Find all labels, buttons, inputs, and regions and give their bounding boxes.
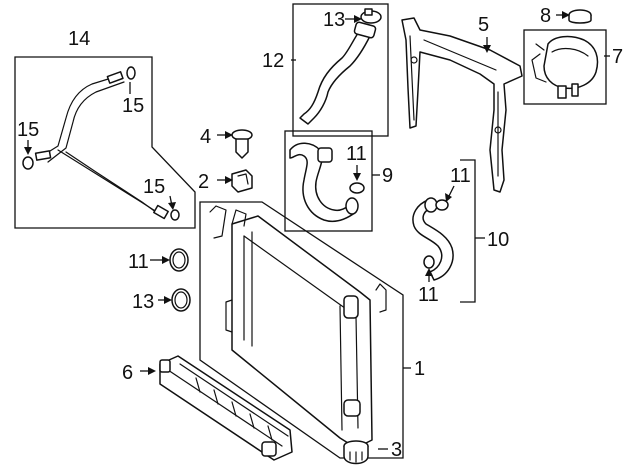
callout-15-c: 15 <box>143 176 165 198</box>
callout-11-c: 11 <box>450 165 471 187</box>
callout-5: 5 <box>478 14 489 36</box>
group-box-9 <box>284 130 373 232</box>
radiator-part-1 <box>209 205 387 449</box>
support-bracket-part-5 <box>401 17 523 193</box>
group-box-1 <box>199 201 404 459</box>
group-box-7 <box>523 29 607 105</box>
callout-14: 14 <box>68 28 90 50</box>
group-box-14 <box>14 56 196 229</box>
expansion-tank-part-7 <box>531 35 599 99</box>
o-ring-15-b-icon <box>22 156 34 170</box>
callout-10: 10 <box>487 229 509 251</box>
group-box-10 <box>460 159 476 303</box>
callout-1: 1 <box>414 358 425 380</box>
bypass-hose-part-10 <box>412 197 454 281</box>
lower-hose-part-9 <box>289 142 359 223</box>
callout-13-b: 13 <box>132 291 154 313</box>
o-ring-15-c-icon <box>170 209 180 221</box>
callout-13-a: 13 <box>323 9 345 31</box>
group-box-12 <box>292 3 389 137</box>
cooler-line-part-14 <box>34 71 169 220</box>
fastener-part-4-icon <box>231 129 253 159</box>
callout-6: 6 <box>122 362 133 384</box>
callout-2: 2 <box>198 171 209 193</box>
tank-cap-part-8-icon <box>568 9 592 24</box>
o-ring-13-b-icon <box>171 288 191 312</box>
callout-8: 8 <box>540 5 551 27</box>
callout-3: 3 <box>391 439 402 461</box>
callout-9: 9 <box>382 165 393 187</box>
callout-15-a: 15 <box>122 95 144 117</box>
o-ring-11-a-icon <box>349 182 365 194</box>
drain-plug-part-3-icon <box>343 440 369 465</box>
callout-12: 12 <box>262 50 284 72</box>
callout-7: 7 <box>612 46 623 68</box>
grommet-part-2-icon <box>231 169 253 193</box>
callout-15-b: 15 <box>17 119 39 141</box>
callout-11-d: 11 <box>418 284 439 306</box>
callout-11-b: 11 <box>128 251 149 273</box>
hose-clamp-13-a-icon <box>360 8 382 24</box>
o-ring-11-b-icon <box>169 248 189 272</box>
upper-hose-part-12 <box>299 21 377 125</box>
callout-11-a: 11 <box>346 143 367 165</box>
o-ring-11-d-icon <box>423 255 435 269</box>
o-ring-11-c-icon <box>435 199 449 211</box>
callout-4: 4 <box>200 126 211 148</box>
o-ring-15-a-icon <box>126 66 136 80</box>
air-guide-part-6 <box>159 355 293 461</box>
